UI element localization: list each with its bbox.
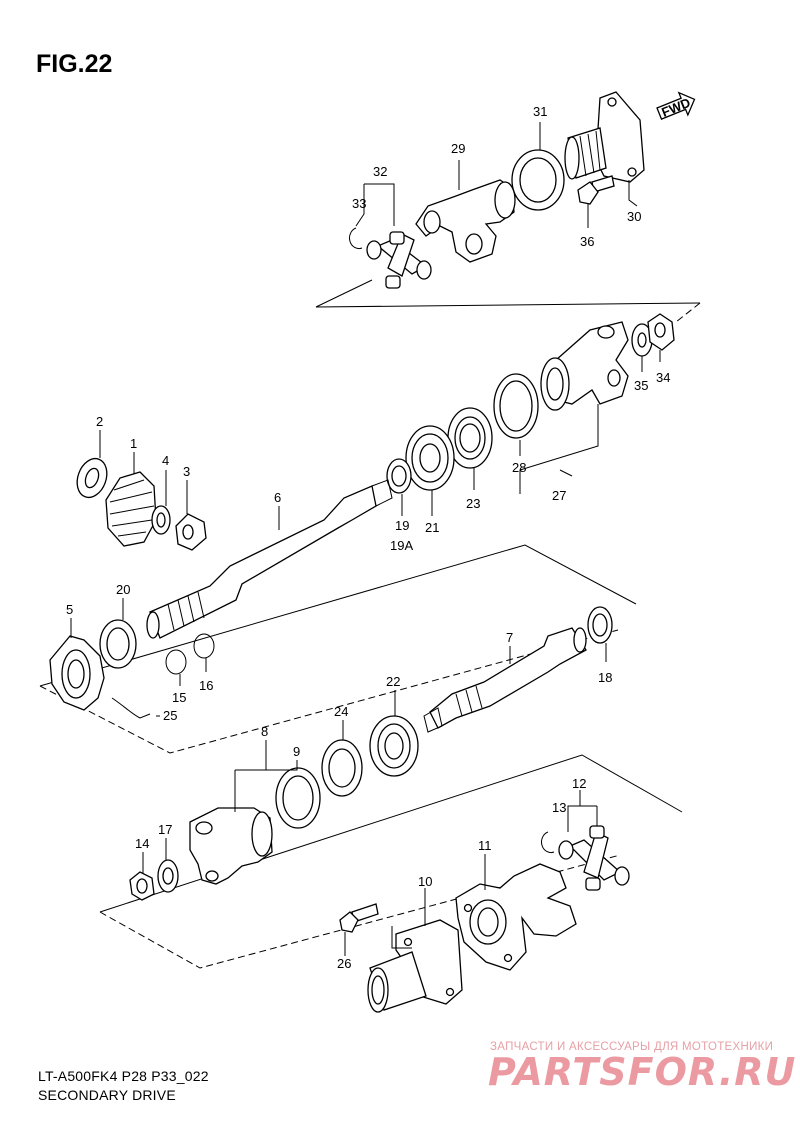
part-3-nut <box>175 513 207 551</box>
part-34-nut <box>647 313 675 351</box>
callout-4: 4 <box>162 453 169 468</box>
callout-17: 17 <box>158 822 172 837</box>
callout-labels: 31 29 32 33 30 36 35 34 2 1 4 3 28 27 6 … <box>66 104 670 971</box>
part-18-shim <box>587 606 613 644</box>
part-29-yoke <box>415 179 516 263</box>
part-23-bearing <box>447 407 493 469</box>
model-code: LT-A500FK4 P28 P33_022 <box>38 1068 209 1084</box>
callout-21: 21 <box>425 520 439 535</box>
figure-name: SECONDARY DRIVE <box>38 1087 176 1103</box>
callout-33: 33 <box>352 196 366 211</box>
callout-36: 36 <box>580 234 594 249</box>
part-32-universal-joint <box>366 231 432 289</box>
part-36-bolt <box>577 175 615 205</box>
callout-34: 34 <box>656 370 670 385</box>
part-19-shim <box>386 458 412 494</box>
part-33-circlip <box>349 227 363 250</box>
part-21-bearing <box>405 425 455 491</box>
part-13-circlip <box>541 831 555 854</box>
callout-1: 1 <box>130 436 137 451</box>
part-31-seal <box>511 149 565 211</box>
callout-13: 13 <box>552 800 566 815</box>
part-4-washer <box>151 505 171 535</box>
callout-15: 15 <box>172 690 186 705</box>
part-15-circlip <box>165 649 187 675</box>
callout-20: 20 <box>116 582 130 597</box>
part-10-flange <box>367 919 463 1013</box>
callout-11: 11 <box>478 838 492 853</box>
part-20-bearing <box>99 619 137 669</box>
callout-6: 6 <box>274 490 281 505</box>
part-22-bearing <box>369 715 419 777</box>
callout-2: 2 <box>96 414 103 429</box>
callout-31: 31 <box>533 104 547 119</box>
figure-title: FIG.22 <box>36 50 113 78</box>
callout-18: 18 <box>598 670 612 685</box>
part-27-yoke-28-seal-assembly <box>540 321 629 411</box>
callout-19a: 19A <box>390 538 413 553</box>
part-14-nut <box>129 871 155 901</box>
part-24-bearing <box>321 739 363 797</box>
callout-29: 29 <box>451 141 465 156</box>
part-1-bevel-gear <box>105 471 157 547</box>
fwd-label: FWD <box>659 95 692 120</box>
part-28-oil-seal <box>493 373 539 439</box>
callout-8: 8 <box>261 724 268 739</box>
callout-26: 26 <box>337 956 351 971</box>
part-9-oil-seal <box>275 767 321 829</box>
callout-3: 3 <box>183 464 190 479</box>
part-8-yoke <box>189 807 273 885</box>
watermark-tagline: ЗАПЧАСТИ И АКСЕССУАРЫ ДЛЯ МОТОТЕХНИКИ <box>490 1041 774 1053</box>
callout-24: 24 <box>334 704 348 719</box>
callout-5: 5 <box>66 602 73 617</box>
callout-10: 10 <box>418 874 432 889</box>
callout-27: 27 <box>552 488 566 503</box>
callout-28: 28 <box>512 460 526 475</box>
part-16-circlip <box>193 633 215 659</box>
part-2-shim <box>76 457 108 499</box>
callout-14: 14 <box>135 836 149 851</box>
callout-22: 22 <box>386 674 400 689</box>
part-5-gear <box>49 635 105 711</box>
section-frames <box>39 279 701 969</box>
part-26-bolt <box>339 903 379 933</box>
callout-12: 12 <box>572 776 586 791</box>
part-6-secondary-drive-shaft <box>146 479 393 639</box>
fwd-arrow-icon: FWD <box>656 91 696 120</box>
watermark-logo: PARTSFOR.RU <box>488 1050 797 1094</box>
callout-9: 9 <box>293 744 300 759</box>
part-11-yoke <box>455 863 577 971</box>
callout-16: 16 <box>199 678 213 693</box>
part-12-universal-joint <box>558 825 630 891</box>
callout-35: 35 <box>634 378 648 393</box>
callout-23: 23 <box>466 496 480 511</box>
callout-25: 25 <box>163 708 177 723</box>
part-25-circlip <box>111 697 151 719</box>
part-17-washer <box>157 859 179 893</box>
leader-lines <box>70 122 661 956</box>
part-30-flange-yoke <box>564 91 645 183</box>
part-7-shaft <box>423 627 587 733</box>
callout-7: 7 <box>506 630 513 645</box>
callout-30: 30 <box>627 209 641 224</box>
callout-32: 32 <box>373 164 387 179</box>
callout-19: 19 <box>395 518 409 533</box>
